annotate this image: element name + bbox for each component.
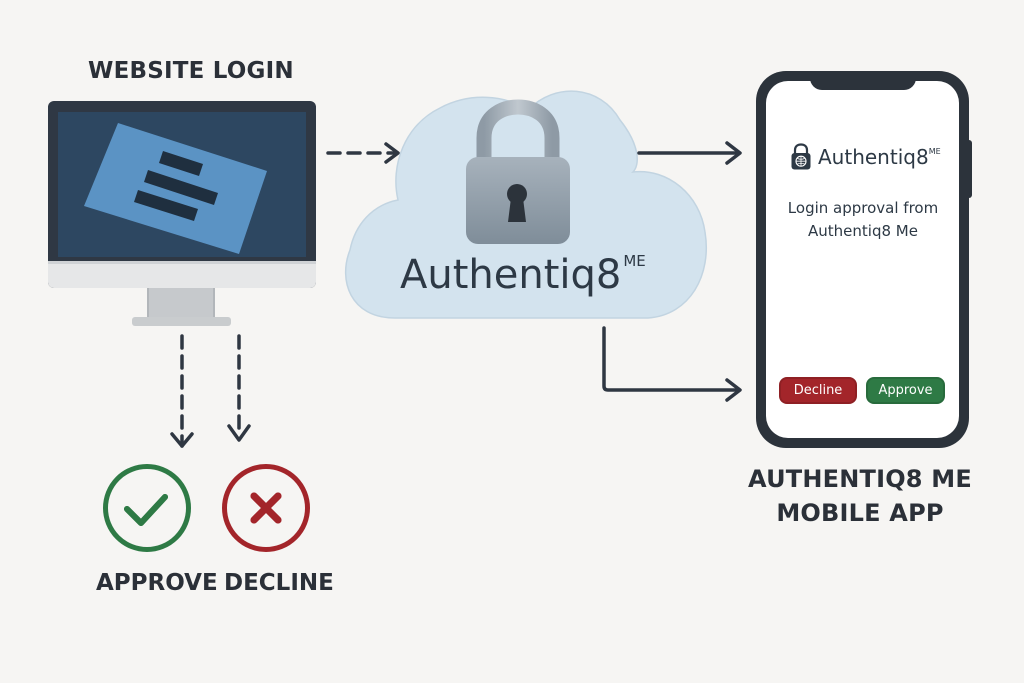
approve-button[interactable]: Approve <box>866 377 945 404</box>
approve-label: APPROVE <box>96 570 218 596</box>
decline-circle <box>222 464 310 552</box>
mobile-phone <box>756 71 969 448</box>
app-name-text: Authentiq8 <box>818 145 929 169</box>
phone-side-button <box>968 140 972 198</box>
app-name-superscript: ME <box>928 147 941 156</box>
mobile-app-title-line2: MOBILE APP <box>776 499 944 527</box>
arrow-cloud-to-phone-bottom <box>602 326 740 392</box>
app-lock-icon <box>791 143 811 170</box>
service-name-text: Authentiq8 <box>400 252 622 298</box>
website-login-title: WEBSITE LOGIN <box>88 58 294 84</box>
approve-check-icon <box>124 494 168 526</box>
decline-x-icon <box>250 492 282 524</box>
mobile-app-title: AUTHENTIQ8 ME MOBILE APP <box>740 462 980 530</box>
decline-label: DECLINE <box>224 570 334 596</box>
monitor-stand <box>147 288 215 318</box>
mobile-app-title-line1: AUTHENTIQ8 ME <box>748 465 972 493</box>
service-name-superscript: ME <box>623 252 646 270</box>
decline-button[interactable]: Decline <box>779 377 857 404</box>
approval-message: Login approval from Authentiq8 Me <box>787 199 939 240</box>
approve-circle <box>103 464 191 552</box>
app-header: Authentiq8ME <box>790 143 941 171</box>
monitor-chin <box>48 261 316 288</box>
padlock-icon <box>466 99 570 244</box>
phone-notch <box>810 71 916 90</box>
monitor-base <box>132 317 231 326</box>
app-name: Authentiq8ME <box>818 145 941 169</box>
